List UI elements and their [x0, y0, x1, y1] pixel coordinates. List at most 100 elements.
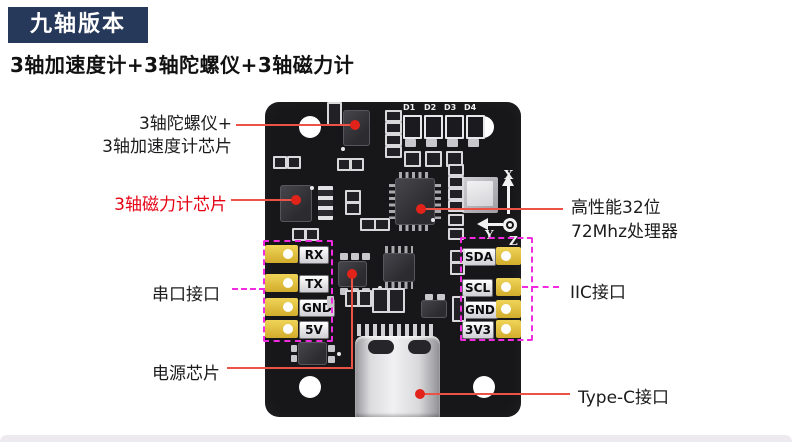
magnetometer-callout-line — [231, 199, 296, 201]
pad-sda — [496, 247, 521, 265]
smd-component — [385, 110, 402, 122]
pad-label-tx: TX — [299, 275, 329, 293]
smd-component — [448, 188, 464, 200]
typec-pins — [357, 324, 437, 336]
smd-component — [385, 122, 402, 134]
smd-component — [345, 202, 361, 215]
axis-y-shaft — [487, 223, 503, 226]
led-label-d4: D4 — [464, 103, 477, 112]
feature-subtitle: 3轴加速度计+3轴陀螺仪+3轴磁力计 — [10, 53, 355, 77]
processor-label: 高性能32位 72Mhz处理器 — [571, 196, 678, 244]
qfn-pins-bottom — [385, 282, 413, 289]
silkscreen-dot — [431, 218, 435, 222]
processor-label-line1: 高性能32位 — [571, 198, 661, 218]
power-callout-line-v — [351, 276, 353, 369]
smd-component — [452, 296, 466, 322]
mounting-hole-top-left — [299, 116, 321, 138]
smd-pad — [405, 139, 416, 147]
smd-component — [404, 151, 421, 167]
pad-label-rx: RX — [299, 246, 329, 264]
mounting-hole-bottom-right — [473, 376, 495, 398]
gyro-callout-dot — [350, 120, 360, 130]
iic-port-label: IIC接口 — [570, 283, 626, 303]
led-label-d3: D3 — [444, 103, 457, 112]
smd-pad — [425, 294, 433, 300]
axis-y-label: Y — [485, 228, 494, 242]
smd-component — [374, 218, 390, 231]
mcu-pins-left — [389, 184, 395, 219]
pcb-board: D1 D2 D3 D4 — [265, 102, 521, 417]
mcu-pins-top — [399, 172, 431, 178]
pad-rx — [265, 245, 298, 263]
silkscreen-dot — [341, 147, 345, 151]
processor-callout-line — [421, 208, 563, 210]
smd-pad — [351, 253, 359, 260]
smd-pad — [340, 288, 348, 295]
axis-z-icon — [503, 218, 517, 232]
smd-pad — [327, 296, 334, 308]
smd-pad — [328, 356, 335, 363]
sot-chip — [298, 342, 327, 365]
led-d1 — [403, 115, 422, 139]
typec-callout-dot — [415, 389, 425, 399]
axis-x-shaft — [507, 186, 510, 214]
typec-connector — [355, 336, 440, 417]
led-label-d2: D2 — [424, 103, 437, 112]
pad-gnd-left — [265, 298, 298, 316]
axis-y-arrow-icon — [477, 218, 488, 230]
silkscreen-dot — [337, 352, 341, 356]
power-chip-label: 电源芯片 — [152, 364, 220, 384]
smd-component — [337, 158, 351, 171]
smd-component — [273, 156, 287, 169]
iic-callout-line — [522, 286, 559, 288]
smd-pad — [468, 139, 479, 147]
mcu-chip — [395, 178, 435, 225]
smd-component — [388, 288, 405, 313]
smd-component — [358, 290, 372, 307]
pad-label-scl: SCL — [462, 279, 494, 297]
led-d4 — [466, 115, 485, 139]
smd-pad — [291, 355, 297, 362]
smd-component — [385, 134, 402, 146]
magnetometer-callout-dot — [291, 195, 301, 205]
mounting-hole-bottom-left — [299, 376, 321, 398]
smd-component — [385, 146, 402, 158]
smd-pad — [291, 345, 297, 352]
gyro-accel-label-line2: 3轴加速度计芯片 — [102, 137, 232, 157]
mcu-pins-bottom — [399, 225, 431, 231]
serial-port-label: 串口接口 — [152, 285, 220, 305]
resistor-array — [318, 186, 333, 220]
smd-pad — [426, 139, 437, 147]
smd-component — [448, 200, 464, 212]
pad-tx — [265, 274, 298, 292]
typec-port-label: Type-C接口 — [578, 388, 670, 408]
pad-label-5v: 5V — [299, 321, 329, 339]
pad-label-sda: SDA — [462, 248, 496, 266]
smd-pad — [340, 253, 348, 260]
gyro-accel-label: 3轴陀螺仪+ 3轴加速度计芯片 — [102, 113, 232, 159]
serial-callout-line — [232, 288, 265, 290]
sensor-chip — [462, 177, 498, 213]
power-callout-line-h — [227, 367, 353, 369]
smd-pad — [437, 294, 445, 300]
smd-component — [350, 158, 364, 171]
smd-component — [287, 156, 301, 169]
processor-label-line2: 72Mhz处理器 — [571, 222, 678, 242]
sot-transistor — [421, 300, 447, 318]
qfn-chip — [383, 253, 415, 282]
smd-pad — [328, 345, 335, 352]
smd-pad — [447, 139, 458, 147]
smd-component — [448, 164, 464, 176]
smd-component — [425, 151, 442, 167]
smd-component — [448, 214, 464, 226]
smd-component — [448, 176, 464, 188]
silkscreen-dot — [310, 186, 314, 190]
smd-pad — [362, 253, 370, 260]
pad-5v — [265, 320, 298, 338]
iic-port-highlight — [460, 237, 533, 341]
led-label-d1: D1 — [403, 103, 416, 112]
typec-callout-line — [420, 393, 570, 395]
gyro-accel-label-line1: 3轴陀螺仪+ — [138, 114, 232, 134]
pad-label-3v3: 3V3 — [462, 321, 494, 339]
